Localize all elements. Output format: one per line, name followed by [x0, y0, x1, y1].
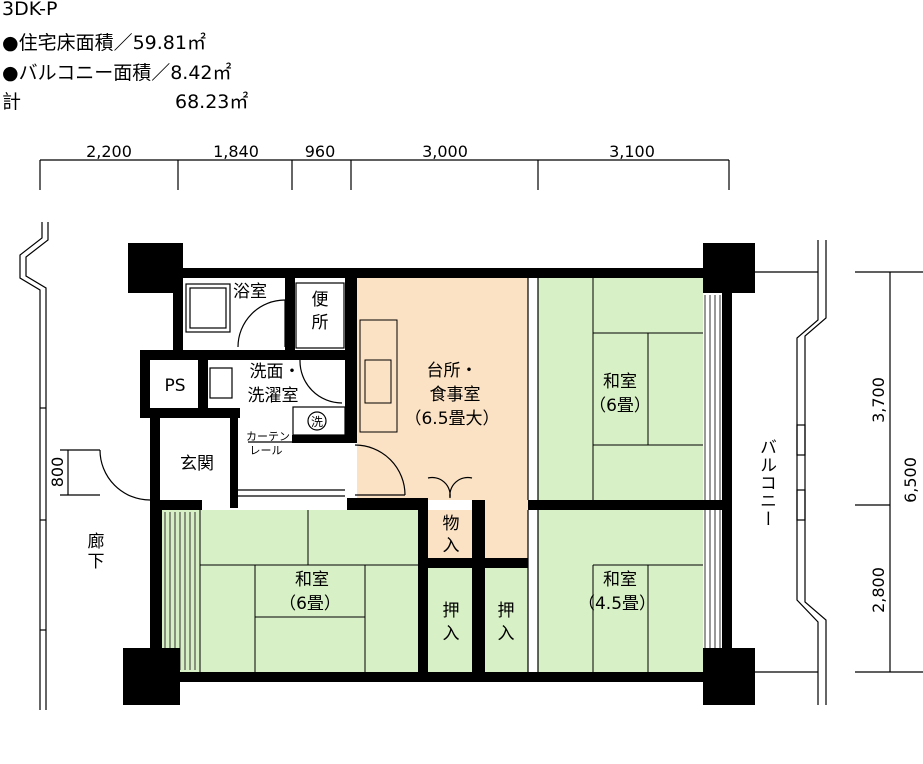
kitchen-label-2: 食事室 — [430, 385, 481, 405]
jroom-se-fill — [538, 510, 703, 672]
jroom-ne-fill — [538, 278, 703, 500]
curtain-label-1: カーテン — [246, 430, 290, 443]
closet-a-label-1: 押 — [443, 601, 460, 621]
ps-label: PS — [164, 376, 185, 396]
corridor-railing — [19, 222, 100, 710]
total-value: 68.23㎡ — [175, 91, 249, 113]
dim-top-2: 1,840 — [213, 142, 259, 161]
tatami-lines — [199, 278, 703, 672]
floor-area: ●住宅床面積／59.81㎡ — [2, 32, 206, 54]
storage-label-1: 物 — [443, 514, 460, 534]
kitchen-fill — [357, 278, 528, 500]
kitchen-label-1: 台所・ — [427, 361, 478, 381]
washroom-label-2: 洗濯室 — [248, 386, 299, 406]
fixtures — [99, 278, 539, 672]
dim-right-1: 3,700 — [869, 377, 888, 423]
closet-b-label-1: 押 — [498, 601, 515, 621]
closet-a-fill — [428, 568, 472, 672]
balcony-area: ●バルコニー面積／8.42㎡ — [2, 62, 232, 84]
curtain-label-2: レール — [250, 444, 283, 457]
entrance-label: 玄関 — [180, 454, 214, 474]
jroom-se-label-2: （4.5畳） — [578, 594, 656, 614]
top-dimensions — [39, 159, 730, 190]
jroom-sw-fill — [162, 510, 418, 672]
storage-label-2: 入 — [443, 536, 460, 556]
balcony-railing — [755, 240, 827, 705]
walls — [123, 243, 755, 705]
right-dimensions — [855, 271, 923, 673]
engawa-hatch — [164, 295, 721, 670]
toilet-label-2: 所 — [312, 313, 329, 333]
dim-left: 800 — [48, 457, 67, 488]
jroom-ne-label-2: （6畳） — [589, 396, 651, 416]
dim-top-4: 3,000 — [422, 142, 468, 161]
dim-top-5: 3,100 — [609, 142, 655, 161]
jroom-ne-label-1: 和室 — [603, 372, 637, 392]
jroom-sw-label-1: 和室 — [295, 570, 329, 590]
closet-b-fill — [485, 568, 528, 672]
dim-right-2: 2,800 — [869, 567, 888, 613]
washroom-label-1: 洗面・ — [250, 362, 301, 382]
bath-label: 浴室 — [233, 282, 267, 302]
jroom-sw-label-2: （6畳） — [279, 594, 341, 614]
corridor-label-2: 下 — [88, 552, 105, 572]
dim-top-3: 960 — [305, 142, 336, 161]
balcony-label: バルコニー — [756, 438, 776, 528]
kitchen-label-3: （6.5畳大） — [404, 409, 499, 429]
closet-a-label-2: 入 — [443, 624, 460, 644]
corridor-label-1: 廊 — [88, 532, 105, 552]
dim-top-1: 2,200 — [86, 142, 132, 161]
toilet-label-1: 便 — [312, 290, 329, 310]
washer-label: 洗 — [311, 415, 323, 429]
plan-type: 3DK-P — [2, 0, 58, 20]
kitchen-fill-ext — [480, 500, 528, 558]
jroom-se-label-1: 和室 — [603, 570, 637, 590]
closet-b-label-2: 入 — [498, 624, 515, 644]
total-label: 計 — [2, 91, 22, 113]
storage-fill — [428, 510, 472, 558]
dim-right-total: 6,500 — [901, 457, 920, 503]
